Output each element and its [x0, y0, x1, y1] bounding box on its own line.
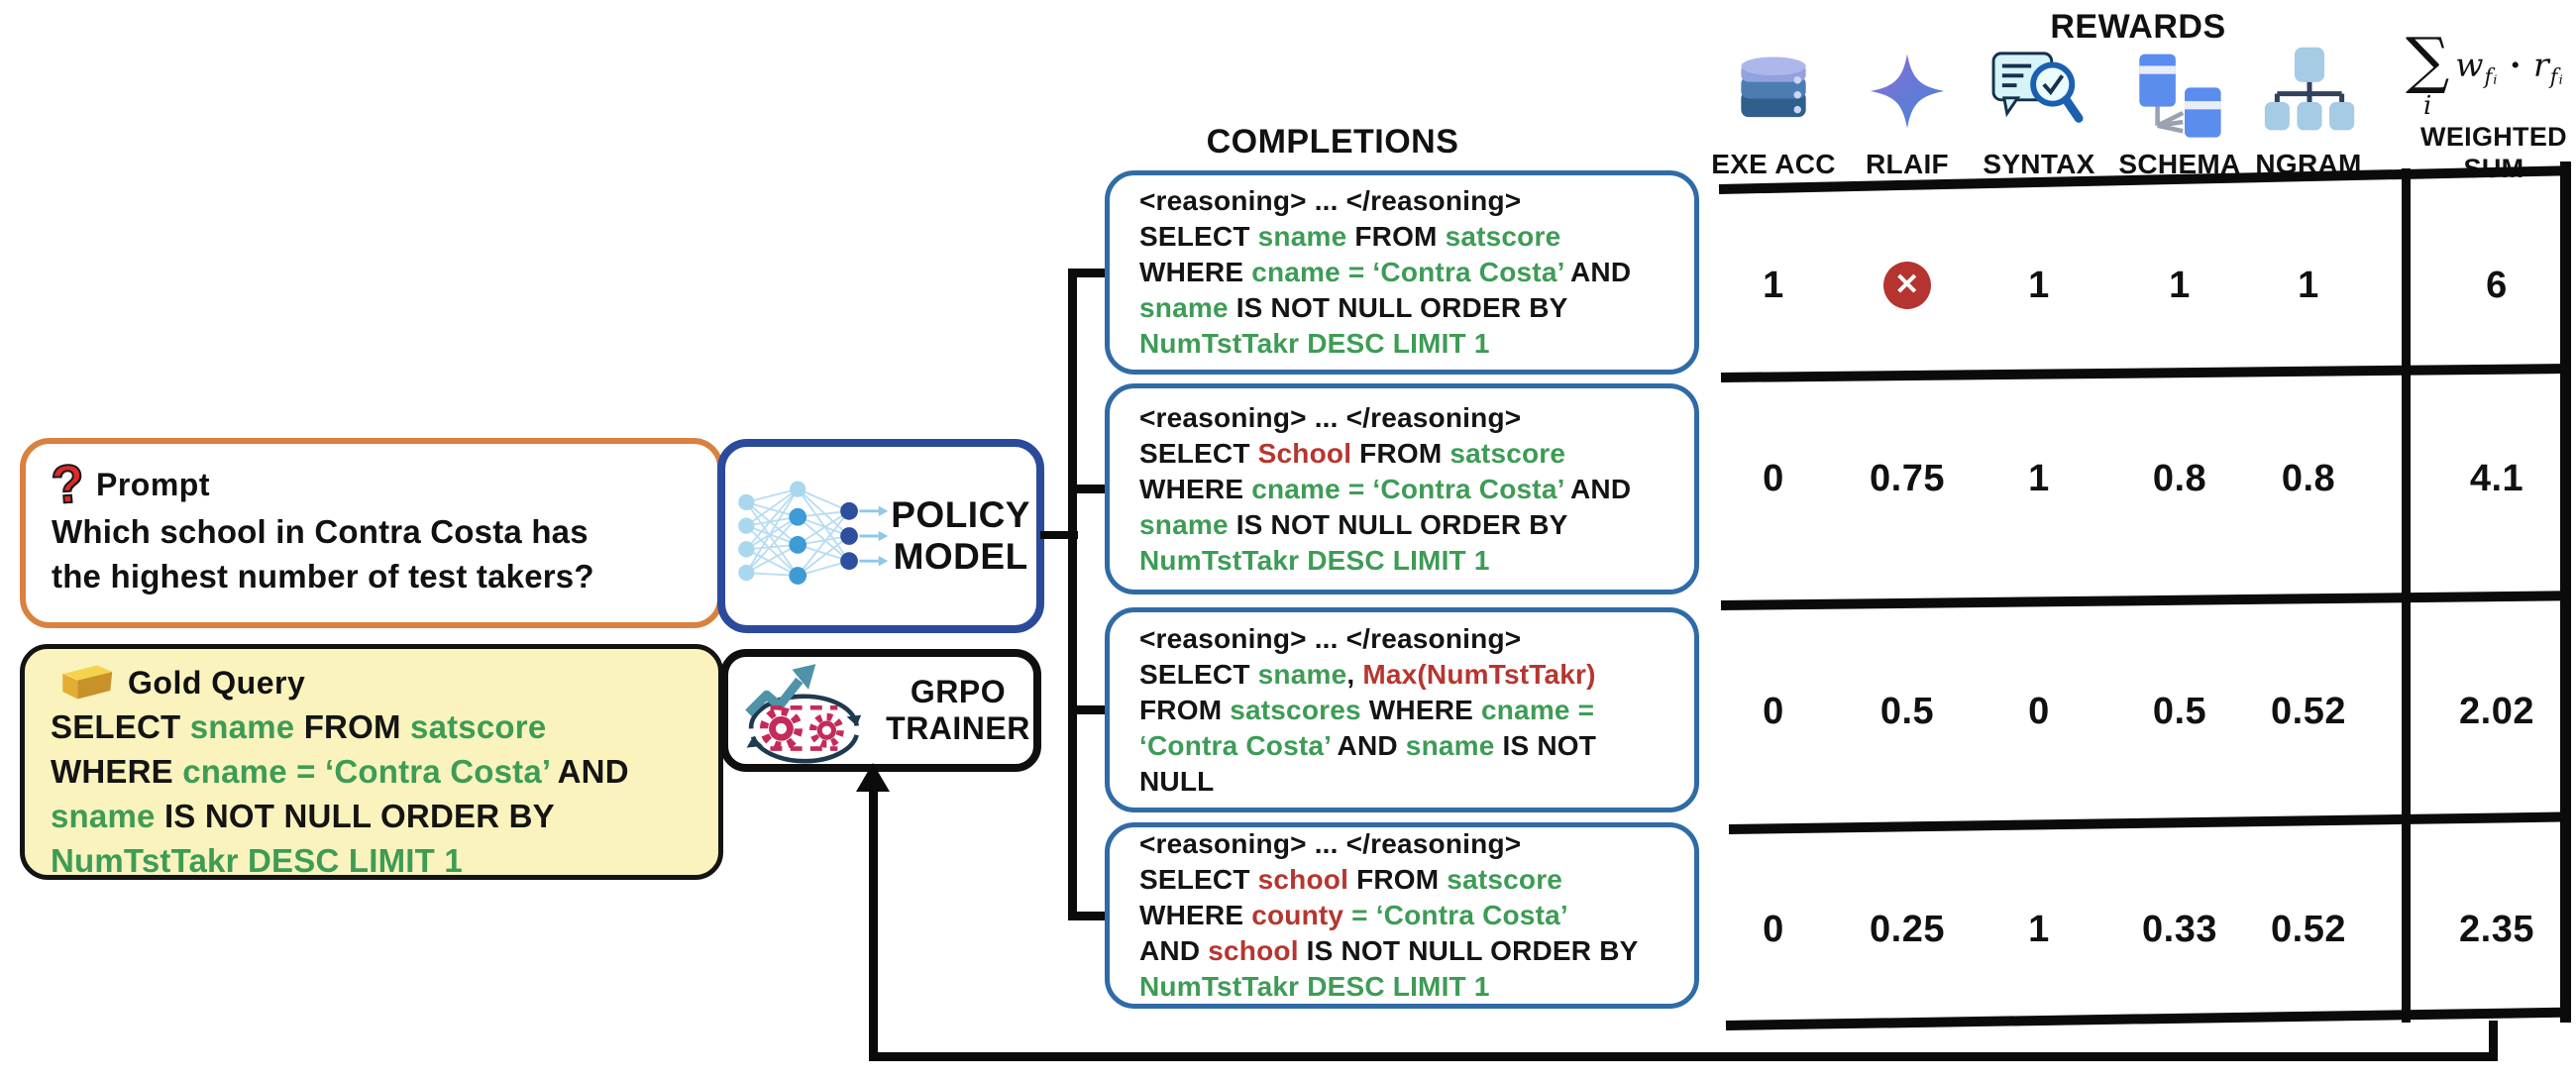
connector-stub-4 [1072, 912, 1108, 920]
reward-cell-r3-c1: 0 [1763, 690, 1784, 732]
connector-stub-1 [1072, 269, 1108, 277]
sql-line: NumTstTakr DESC LIMIT 1 [1139, 544, 1490, 576]
sql-line: FROM satscores WHERE cname = [1139, 694, 1595, 725]
sql-line: <reasoning> ... </reasoning> [1139, 401, 1522, 433]
table-bottom-line [1725, 1007, 2569, 1030]
gold-query-title: Gold Query [128, 664, 306, 701]
sql-line: NumTstTakr DESC LIMIT 1 [1139, 328, 1490, 359]
reward-cell-r3-c2: 0.5 [1879, 690, 1935, 732]
neural-network-icon [738, 481, 889, 585]
reward-cell-r3-c3: 0 [2028, 690, 2050, 732]
completion-box-1: <reasoning> ... </reasoning> SELECT sname… [1105, 170, 1699, 375]
weighted-sum-cell-r3: 2.02 [2459, 690, 2534, 732]
sql-line: <reasoning> ... </reasoning> [1139, 622, 1522, 654]
reward-cell-r2-c2: 0.75 [1870, 457, 1945, 499]
reward-cell-r4-c4: 0.33 [2142, 908, 2217, 950]
table-row-divider-1 [1720, 364, 2569, 382]
sql-line: <reasoning> ... </reasoning> [1139, 185, 1522, 216]
reward-cell-r1-c1: 1 [1763, 264, 1784, 306]
sql-line: AND school IS NOT NULL ORDER BY [1139, 935, 1639, 966]
reward-cell-r1-c4: 1 [2169, 264, 2191, 306]
feedback-line-right-drop [2489, 1021, 2498, 1060]
table-row-divider-2 [1720, 591, 2569, 610]
gold-query-heading: Gold Query [51, 661, 695, 704]
reward-cell-r1-c2: ✕ [1838, 256, 1977, 315]
table-row-divider-3 [1728, 811, 2569, 834]
reward-cell-r4-c2: 0.25 [1870, 908, 1945, 950]
completions-title: COMPLETIONS [1206, 123, 1459, 161]
database-icon [1741, 56, 1806, 118]
connector-trunk-line [1068, 269, 1077, 920]
connector-stub-3 [1072, 705, 1108, 714]
column-label-syntax: SYNTAX [1983, 149, 2095, 179]
column-label-exe-acc: EXE ACC [1711, 149, 1836, 179]
policy-model-label: POLICY MODEL [891, 494, 1030, 577]
sql-line: SELECT sname, Max(NumTstTakr) [1139, 658, 1596, 690]
sql-line: SELECT sname FROM satscore [51, 708, 547, 745]
reward-cell-r1-c5: 1 [2298, 264, 2319, 306]
weighted-sum-cell-r1: 6 [2486, 264, 2508, 306]
reward-cell-r4-c1: 0 [1763, 908, 1784, 950]
column-label-rlaif: RLAIF [1866, 149, 1949, 179]
sql-line: NumTstTakr DESC LIMIT 1 [1139, 971, 1490, 1002]
prompt-text-line: the highest number of test takers? [52, 558, 594, 594]
reward-cell-r2-c4: 0.8 [2152, 457, 2207, 499]
weighted-sum-cell-r2: 4.1 [2469, 457, 2524, 499]
completion-box-2: <reasoning> ... </reasoning> SELECT Schoo… [1105, 383, 1699, 594]
reward-cell-r1-c3: 1 [2028, 264, 2050, 306]
policy-model-box: POLICY MODEL [717, 439, 1044, 633]
sql-line: ‘Contra Costa’ AND sname IS NOT [1139, 729, 1597, 761]
weighted-sum-column-right-line [2560, 162, 2571, 1023]
gold-bar-icon [62, 665, 113, 700]
prompt-text: Which school in Contra Costa has the high… [52, 509, 692, 598]
reward-cell-r3-c4: 0.5 [2152, 690, 2207, 732]
question-mark-icon: ? [49, 453, 87, 516]
reward-cell-r2-c5: 0.8 [2281, 457, 2336, 499]
syntax-check-icon [1991, 52, 2084, 123]
connector-policy-to-trunk [1040, 531, 1078, 539]
sql-line: NumTstTakr DESC LIMIT 1 [51, 842, 463, 879]
sql-line: SELECT sname FROM satscore [1139, 221, 1561, 252]
sigma-symbol: ∑ [2406, 24, 2450, 96]
prompt-title: Prompt [96, 466, 210, 502]
feedback-arrowhead-icon [856, 763, 890, 792]
sql-line: WHERE cname = ‘Contra Costa’ AND [1139, 257, 1632, 287]
weighted-sum-column-left-line [2402, 168, 2411, 1023]
grpo-trainer-box: GRPO TRAINER [720, 649, 1041, 772]
sql-line: WHERE county = ‘Contra Costa’ [1139, 900, 1568, 930]
sql-line: SELECT School FROM satscore [1139, 437, 1566, 469]
completion-box-3: <reasoning> ... </reasoning> SELECT sname… [1105, 607, 1699, 812]
feedback-line-left-rise [869, 785, 878, 1060]
reward-cell-r4-c3: 1 [2028, 908, 2050, 950]
sql-line: sname IS NOT NULL ORDER BY [1139, 292, 1568, 323]
sql-line: NULL [1139, 765, 1215, 797]
sql-line: sname IS NOT NULL ORDER BY [1139, 508, 1568, 540]
sql-line: <reasoning> ... </reasoning> [1139, 828, 1522, 859]
sql-line: SELECT school FROM satscore [1139, 864, 1563, 895]
completion-box-4: <reasoning> ... </reasoning> SELECT schoo… [1105, 822, 1699, 1009]
prompt-text-line: Which school in Contra Costa has [52, 513, 589, 550]
rewards-title: REWARDS [2050, 8, 2226, 46]
sparkle-icon [1870, 54, 1945, 129]
reward-cell-r2-c1: 0 [1763, 457, 1784, 499]
weighted-sum-cell-r4: 2.35 [2459, 908, 2534, 950]
schema-icon [2139, 54, 2221, 138]
prompt-box: ? Prompt Which school in Contra Costa ha… [20, 438, 723, 628]
sql-line: sname IS NOT NULL ORDER BY [51, 798, 555, 834]
connector-stub-2 [1072, 485, 1108, 493]
weighted-sum-formula: ∑ i wfᵢ · rfᵢ [2406, 24, 2564, 121]
reward-cell-r3-c5: 0.52 [2271, 690, 2346, 732]
grpo-cycle-gears-icon [745, 664, 862, 764]
feedback-line-bottom [869, 1052, 2498, 1061]
cross-circle-icon: ✕ [1883, 262, 1931, 309]
prompt-heading: ? Prompt [49, 453, 692, 516]
reward-cell-r4-c5: 0.52 [2271, 908, 2346, 950]
grpo-trainer-label: GRPO TRAINER [886, 674, 1030, 746]
sql-line: WHERE cname = ‘Contra Costa’ AND [51, 753, 629, 790]
reward-cell-r2-c3: 1 [2028, 457, 2050, 499]
sql-line: WHERE cname = ‘Contra Costa’ AND [1139, 473, 1632, 504]
ngram-tree-icon [2264, 47, 2355, 131]
